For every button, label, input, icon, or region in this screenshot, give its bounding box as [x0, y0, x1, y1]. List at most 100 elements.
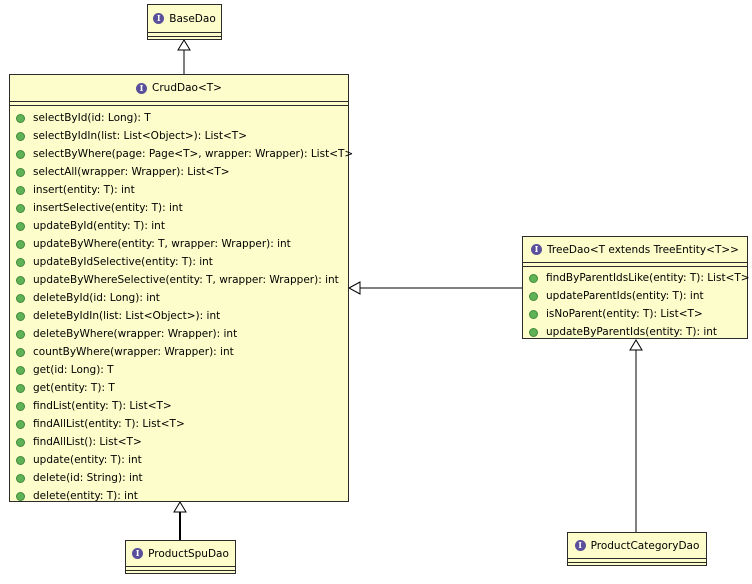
method-signature: deleteById(id: Long): int	[33, 292, 160, 304]
method-signature: update(entity: T): int	[33, 454, 142, 466]
public-method-icon	[16, 455, 25, 465]
edge-crud-to-base-arrowhead	[177, 39, 191, 51]
method-signature: insert(entity: T): int	[33, 184, 135, 196]
public-method-icon	[16, 185, 25, 195]
method-signature: findList(entity: T): List<T>	[33, 400, 172, 412]
public-method-icon	[529, 309, 538, 319]
method-signature: isNoParent(entity: T): List<T>	[546, 308, 703, 320]
method-signature: findAllList(entity: T): List<T>	[33, 418, 185, 430]
public-method-icon	[16, 131, 25, 141]
public-method-icon	[16, 203, 25, 213]
tree-dao-method-list: findByParentIdsLike(entity: T): List<T> u…	[523, 267, 750, 341]
product-category-dao-title: ProductCategoryDao	[590, 539, 700, 552]
method-item[interactable]: selectAll(wrapper: Wrapper): List<T>	[10, 163, 348, 181]
method-item[interactable]: get(id: Long): T	[10, 361, 348, 379]
method-item[interactable]: updateByWhereSelective(entity: T, wrappe…	[10, 271, 348, 289]
method-item[interactable]: isNoParent(entity: T): List<T>	[523, 305, 747, 323]
method-signature: findAllList(): List<T>	[33, 436, 142, 448]
method-signature: deleteByWhere(wrapper: Wrapper): int	[33, 328, 238, 340]
method-item[interactable]: findByParentIdsLike(entity: T): List<T>	[523, 269, 750, 287]
public-method-icon	[16, 149, 25, 159]
public-method-icon	[16, 437, 25, 447]
public-method-icon	[16, 401, 25, 411]
method-item[interactable]: updateById(entity: T): int	[10, 217, 348, 235]
method-item[interactable]: deleteByWhere(wrapper: Wrapper): int	[10, 325, 348, 343]
method-item[interactable]: selectByWhere(page: Page<T>, wrapper: Wr…	[10, 145, 353, 163]
method-signature: updateByWhere(entity: T, wrapper: Wrappe…	[33, 238, 291, 250]
public-method-icon	[16, 491, 25, 501]
interface-icon: I	[574, 540, 586, 551]
product-spu-dao-box[interactable]: I ProductSpuDao	[125, 540, 236, 574]
product-spu-dao-title: ProductSpuDao	[148, 547, 229, 560]
interface-icon: I	[531, 244, 543, 255]
method-item[interactable]: deleteById(id: Long): int	[10, 289, 348, 307]
public-method-icon	[16, 239, 25, 249]
interface-icon: I	[132, 548, 144, 559]
method-item[interactable]: selectById(id: Long): T	[10, 109, 348, 127]
method-signature: updateParentIds(entity: T): int	[546, 290, 704, 302]
method-item[interactable]: delete(entity: T): int	[10, 487, 348, 505]
method-item[interactable]: updateByWhere(entity: T, wrapper: Wrappe…	[10, 235, 348, 253]
method-item[interactable]: findAllList(entity: T): List<T>	[10, 415, 348, 433]
method-item[interactable]: insert(entity: T): int	[10, 181, 348, 199]
method-item[interactable]: updateByIdSelective(entity: T): int	[10, 253, 348, 271]
method-item[interactable]: updateParentIds(entity: T): int	[523, 287, 747, 305]
method-item[interactable]: update(entity: T): int	[10, 451, 348, 469]
method-item[interactable]: delete(id: String): int	[10, 469, 348, 487]
edge-tree-to-crud-arrowhead	[347, 281, 361, 295]
public-method-icon	[16, 347, 25, 357]
method-signature: insertSelective(entity: T): int	[33, 202, 183, 214]
method-signature: delete(entity: T): int	[33, 490, 138, 502]
method-signature: selectAll(wrapper: Wrapper): List<T>	[33, 166, 230, 178]
crud-dao-method-list: selectById(id: Long): T selectByIdIn(list…	[10, 106, 353, 505]
tree-dao-box[interactable]: I TreeDao<T extends TreeEntity<T>> findB…	[522, 236, 750, 341]
edge-spu-to-crud-arrowhead	[173, 501, 187, 513]
method-signature: updateByIdSelective(entity: T): int	[33, 256, 213, 268]
public-method-icon	[529, 273, 538, 283]
method-item[interactable]: findAllList(): List<T>	[10, 433, 348, 451]
public-method-icon	[16, 113, 25, 123]
interface-icon: I	[153, 13, 165, 24]
public-method-icon	[529, 327, 538, 337]
base-dao-title: BaseDao	[169, 12, 216, 25]
public-method-icon	[16, 365, 25, 375]
public-method-icon	[16, 383, 25, 393]
method-item[interactable]: findList(entity: T): List<T>	[10, 397, 348, 415]
base-dao-box[interactable]: I BaseDao	[147, 4, 222, 40]
method-signature: updateByWhereSelective(entity: T, wrappe…	[33, 274, 339, 286]
public-method-icon	[529, 291, 538, 301]
method-signature: selectByIdIn(list: List<Object>): List<T…	[33, 130, 248, 142]
public-method-icon	[16, 473, 25, 483]
method-signature: deleteByIdIn(list: List<Object>): int	[33, 310, 221, 322]
interface-icon: I	[136, 82, 148, 94]
method-item[interactable]: deleteByIdIn(list: List<Object>): int	[10, 307, 348, 325]
method-item[interactable]: get(entity: T): T	[10, 379, 348, 397]
public-method-icon	[16, 293, 25, 303]
method-signature: get(id: Long): T	[33, 364, 114, 376]
method-signature: updateByParentIds(entity: T): int	[546, 326, 718, 338]
method-signature: selectById(id: Long): T	[33, 112, 151, 124]
edge-category-to-tree-arrowhead	[629, 339, 643, 351]
method-signature: delete(id: String): int	[33, 472, 143, 484]
public-method-icon	[16, 257, 25, 267]
crud-dao-title: CrudDao<T>	[152, 82, 222, 94]
method-item[interactable]: updateByParentIds(entity: T): int	[523, 323, 747, 341]
tree-dao-title: TreeDao<T extends TreeEntity<T>>	[547, 243, 739, 256]
public-method-icon	[16, 275, 25, 285]
method-item[interactable]: insertSelective(entity: T): int	[10, 199, 348, 217]
method-signature: selectByWhere(page: Page<T>, wrapper: Wr…	[33, 148, 354, 160]
public-method-icon	[16, 167, 25, 177]
public-method-icon	[16, 329, 25, 339]
method-item[interactable]: countByWhere(wrapper: Wrapper): int	[10, 343, 348, 361]
public-method-icon	[16, 311, 25, 321]
public-method-icon	[16, 221, 25, 231]
public-method-icon	[16, 419, 25, 429]
method-signature: get(entity: T): T	[33, 382, 115, 394]
product-category-dao-box[interactable]: I ProductCategoryDao	[567, 532, 707, 566]
method-signature: updateById(entity: T): int	[33, 220, 165, 232]
method-signature: findByParentIdsLike(entity: T): List<T>	[546, 272, 750, 284]
method-signature: countByWhere(wrapper: Wrapper): int	[33, 346, 234, 358]
method-item[interactable]: selectByIdIn(list: List<Object>): List<T…	[10, 127, 348, 145]
